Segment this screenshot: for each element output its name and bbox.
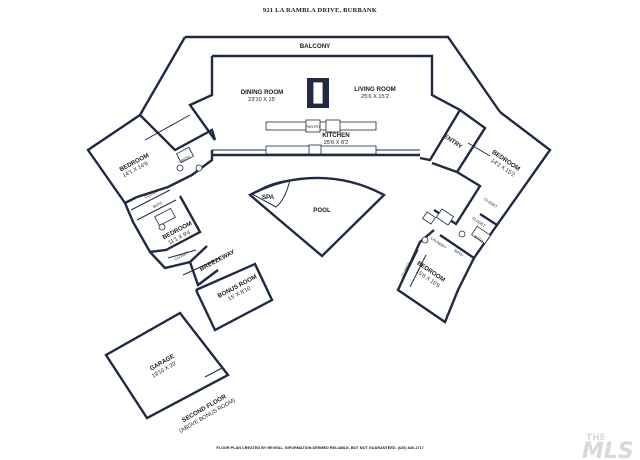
closet-nw-label: CLOSET: [144, 188, 160, 199]
living-room-dims: 25'6 X 15'2: [361, 94, 389, 100]
plan-title: 921 LA RAMBLA DRIVE, BURBANK: [263, 7, 377, 14]
bath-e-label: BATH: [453, 249, 464, 258]
bath-w-label: BATH: [152, 201, 163, 209]
pool: [247, 176, 386, 258]
east-wing: [396, 109, 552, 324]
breezeway-label: BREEZEWAY: [199, 248, 237, 273]
kitchen-counter: [265, 121, 377, 131]
kitchen-label: KITCHEN: [322, 132, 350, 139]
closet-e2-label: CLOSET: [401, 261, 412, 277]
bath-ne-label: BATH: [473, 235, 484, 244]
bonus-wing: [182, 257, 274, 332]
west-wing: [86, 114, 217, 270]
pool-area: [247, 176, 386, 258]
living-room-label: LIVING ROOM: [354, 86, 396, 93]
pantry-label: PANTRY: [305, 125, 321, 129]
footer-disclaimer: FLOOR PLAN CREATED BY REVEAL. INFORMATIO…: [216, 446, 423, 450]
spa-label: SPA: [262, 194, 275, 201]
bath-nw-label: BATH: [180, 155, 191, 163]
garage: [104, 311, 230, 420]
svg-text:THE: THE: [586, 433, 606, 443]
closet-w-label: CLOSET: [174, 250, 190, 261]
closet-ne-label: CLOSET: [483, 197, 498, 209]
svg-text:MLS: MLS: [582, 439, 634, 460]
pool-label: POOL: [313, 207, 331, 214]
entry-label: ENTRY: [442, 133, 464, 151]
mls-logo: THE MLS: [582, 433, 634, 460]
kitchen-dims: 25'6 X 8'2: [324, 140, 349, 146]
spa: [251, 179, 291, 208]
dining-room-dims: 23'10 X 15': [248, 97, 276, 103]
central-wing: [138, 35, 501, 162]
dining-room-label: DINING ROOM: [241, 89, 284, 96]
balcony-label: BALCONY: [300, 43, 331, 50]
